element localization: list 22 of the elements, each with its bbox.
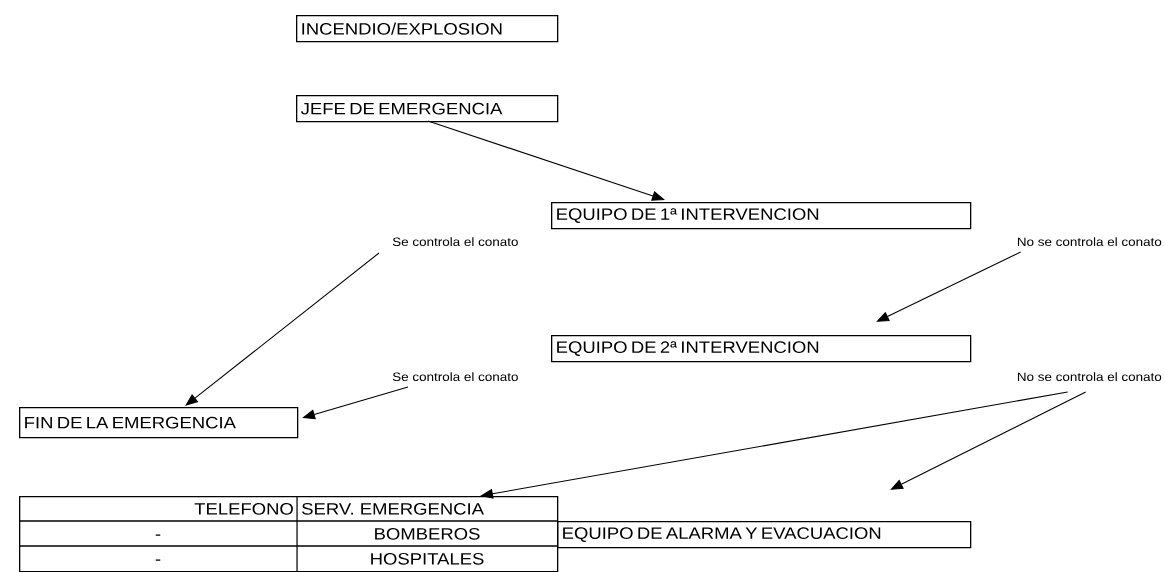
- table-cell: -: [155, 534, 161, 536]
- process-box: EQUIPO DE 2ª INTERVENCION: [551, 335, 972, 363]
- branch-label: Se controla el conato: [392, 372, 518, 381]
- table-cell: -: [155, 559, 161, 561]
- table-cell: BOMBEROS: [375, 527, 480, 540]
- process-box: EQUIPO DE 1ª INTERVENCION: [551, 202, 972, 230]
- arrow: [890, 391, 1087, 490]
- arrow: [876, 251, 1022, 322]
- arrow: [427, 120, 665, 201]
- arrow: [185, 252, 380, 406]
- process-box: FIN DE LA EMERGENCIA: [19, 407, 299, 439]
- branch-label: No se controla el conato: [1017, 237, 1162, 246]
- arrow: [480, 391, 1069, 499]
- process-box: INCENDIO/EXPLOSION: [296, 15, 559, 43]
- arrow: [302, 386, 409, 420]
- table-cell: HOSPITALES: [371, 552, 484, 565]
- table-cell: SERV. EMERGENCIA: [302, 502, 484, 515]
- process-box: EQUIPO DE ALARMA Y EVACUACION: [557, 521, 972, 549]
- process-box: JEFE DE EMERGENCIA: [296, 95, 559, 123]
- table-cell: TELEFONO: [194, 502, 293, 515]
- branch-label: No se controla el conato: [1017, 372, 1162, 381]
- branch-label: Se controla el conato: [392, 237, 518, 246]
